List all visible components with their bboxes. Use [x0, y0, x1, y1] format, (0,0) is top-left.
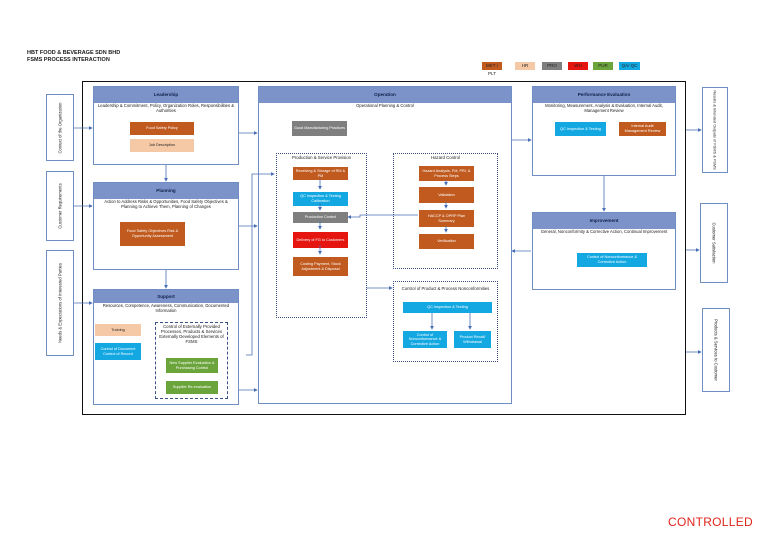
input-context: Context of the Organization — [46, 94, 74, 161]
performance-title: Performance Evaluation — [533, 87, 675, 103]
legend-chip-wh: WH — [568, 62, 588, 70]
nonconformities-title: Control of Product & Process Nonconformi… — [401, 286, 490, 291]
hazard-title: Hazard Control — [431, 155, 460, 160]
delivery-fg: Delivery of FG to Customers — [293, 232, 348, 248]
external-subtitle: Externally Developed Elements of FSMS — [159, 334, 224, 344]
product-recall: Product Recall/ Withdrawal — [454, 331, 491, 348]
internal-audit: Internal Audit Management Review — [619, 122, 666, 136]
planning-desc: Action to Address Risks & Opportunities,… — [104, 199, 228, 209]
hazard-group: Hazard Control Hazard Analysis, FM, PRI,… — [393, 153, 498, 269]
qc-inspection-perf: QC Inspection & Testing — [555, 122, 606, 136]
job-description: Job Description — [130, 139, 194, 152]
input-customer-requirements: Customer Requirements — [46, 171, 74, 241]
operation-title: Operation — [259, 87, 511, 103]
planning-title: Planning — [94, 183, 238, 199]
fsms-frame — [82, 81, 686, 415]
support-panel: Support Resources, Competence, Awareness… — [93, 289, 239, 405]
verification: Verification — [419, 234, 474, 249]
nonconformance-improvement: Control of Nonconformance & Corrective A… — [577, 253, 647, 267]
production-control: Production Control — [293, 212, 348, 223]
output-products-services: Products & Services to Customer — [702, 308, 730, 392]
operation-desc: Operational Planning & Control — [356, 103, 414, 108]
output-results: Results & Intended Outputs of FSMS & FSM… — [702, 87, 728, 173]
operation-panel: Operation Operational Planning & Control… — [258, 86, 512, 404]
performance-panel: Performance Evaluation Monitoring, Measu… — [532, 86, 676, 176]
training: Training — [95, 324, 141, 336]
costing-payment: Costing Payment, Stock Adjustment & Disp… — [293, 257, 348, 276]
performance-desc: Monitoring, Measurement, Analysis & Eval… — [545, 103, 663, 113]
food-safety-policy: Food Safety Policy — [130, 122, 194, 135]
control-of-document: Control of Document Control of Record — [95, 343, 141, 360]
production-group: Production & Service Provision Receiving… — [276, 153, 367, 318]
leadership-desc: Leadership & Commitment, Policy, Organiz… — [97, 103, 235, 113]
food-safety-objectives: Food Safety Objectives Risk & Opportunit… — [120, 222, 185, 246]
supplier-reevaluation: Supplier Re-evaluation — [166, 381, 218, 394]
improvement-desc: General, Nonconformity & Corrective Acti… — [540, 229, 668, 234]
legend-chip-qa: QA/ QC — [619, 62, 640, 70]
external-providers-group: Control of Externally Provided Processes… — [155, 322, 228, 399]
output-customer-satisfaction: Customer Satisfaction — [700, 203, 728, 283]
improvement-title: Improvement — [533, 213, 675, 229]
support-title: Support — [94, 290, 238, 303]
qc-inspection-nc: QC Inspection & Testing — [403, 302, 492, 313]
legend-chip-hr: HR — [515, 62, 535, 70]
page-title: FSMS PROCESS INTERACTION — [27, 57, 110, 63]
receiving-storage: Receiving & Storage of RM & PM — [293, 167, 348, 180]
external-title: Control of Externally Provided Processes… — [160, 324, 223, 334]
legend-chip-pur: PUR — [593, 62, 613, 70]
improvement-panel: Improvement General, Nonconformity & Cor… — [532, 212, 676, 290]
nonconformance-corrective: Control of Nonconformance & Corrective A… — [403, 331, 447, 348]
input-needs-expectations: Needs & Expectations of Interested Parti… — [46, 250, 74, 356]
planning-panel: Planning Action to Address Risks & Oppor… — [93, 182, 239, 270]
qc-inspection-calibration: QC Inspection & Testing Calibration — [293, 192, 348, 206]
legend: MKT / PLT HR PRO WH PUR QA/ QC — [482, 62, 642, 76]
leadership-title: Leadership — [94, 87, 238, 103]
nonconformities-group: Control of Product & Process Nonconformi… — [393, 281, 498, 362]
production-title: Production & Service Provision — [292, 155, 351, 160]
support-desc: Resources, Competence, Awareness, Commun… — [102, 303, 230, 313]
new-supplier-evaluation: New Supplier Evaluation & Purchasing Con… — [166, 358, 218, 373]
controlled-stamp: CONTROLLED — [668, 515, 754, 529]
validation: Validation — [419, 187, 474, 203]
hazard-analysis: Hazard Analysis, FM, PRI, & Process Step… — [419, 166, 474, 181]
legend-chip-mkt: MKT / PLT — [482, 62, 502, 76]
good-manufacturing-practices: Good Manufacturing Practices — [292, 121, 347, 136]
haccp-oprp-plan: HACCP & OPRP Plan Summary — [419, 210, 474, 227]
leadership-panel: Leadership Leadership & Commitment, Poli… — [93, 86, 239, 165]
legend-chip-pro: PRO — [542, 62, 562, 70]
company-name: HBT FOOD & BEVERAGE SDN BHD — [27, 50, 121, 56]
